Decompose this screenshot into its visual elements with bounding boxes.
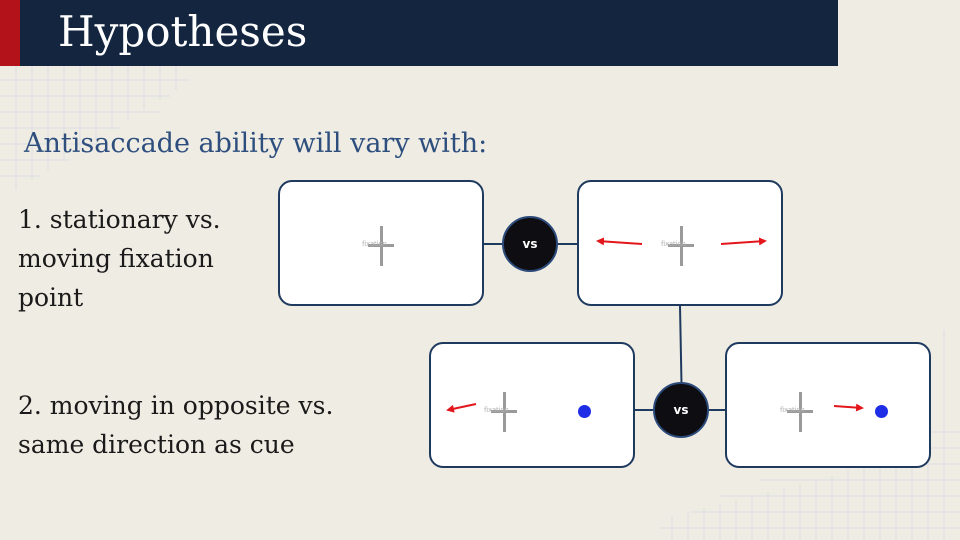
vs-badge: vs (653, 382, 709, 438)
panel-stationary-fixation: fixation (278, 180, 484, 306)
fixation-label: fixation (484, 406, 509, 414)
fixation-cross-icon (368, 226, 394, 266)
slide-title: Hypotheses (58, 7, 308, 56)
panel-same-direction: fixation (725, 342, 931, 468)
target-dot-icon (875, 405, 888, 418)
fixation-cross-icon (491, 392, 517, 432)
hypothesis-1-text: 1. stationary vs. moving fixation point (18, 205, 221, 312)
fixation-cross-icon (668, 226, 694, 266)
panel-moving-fixation: fixation (577, 180, 783, 306)
panel-opposite-direction: fixation (429, 342, 635, 468)
slide-subtitle: Antisaccade ability will vary with: (24, 128, 488, 159)
title-accent-stripe (0, 0, 20, 66)
target-dot-icon (578, 405, 591, 418)
fixation-cross-icon (787, 392, 813, 432)
fixation-label: fixation (780, 406, 805, 414)
fixation-label: fixation (661, 240, 686, 248)
hypothesis-2-text: 2. moving in opposite vs. same direction… (18, 391, 334, 459)
fixation-label: fixation (362, 240, 387, 248)
vs-badge: vs (502, 216, 558, 272)
title-bar (0, 0, 838, 66)
